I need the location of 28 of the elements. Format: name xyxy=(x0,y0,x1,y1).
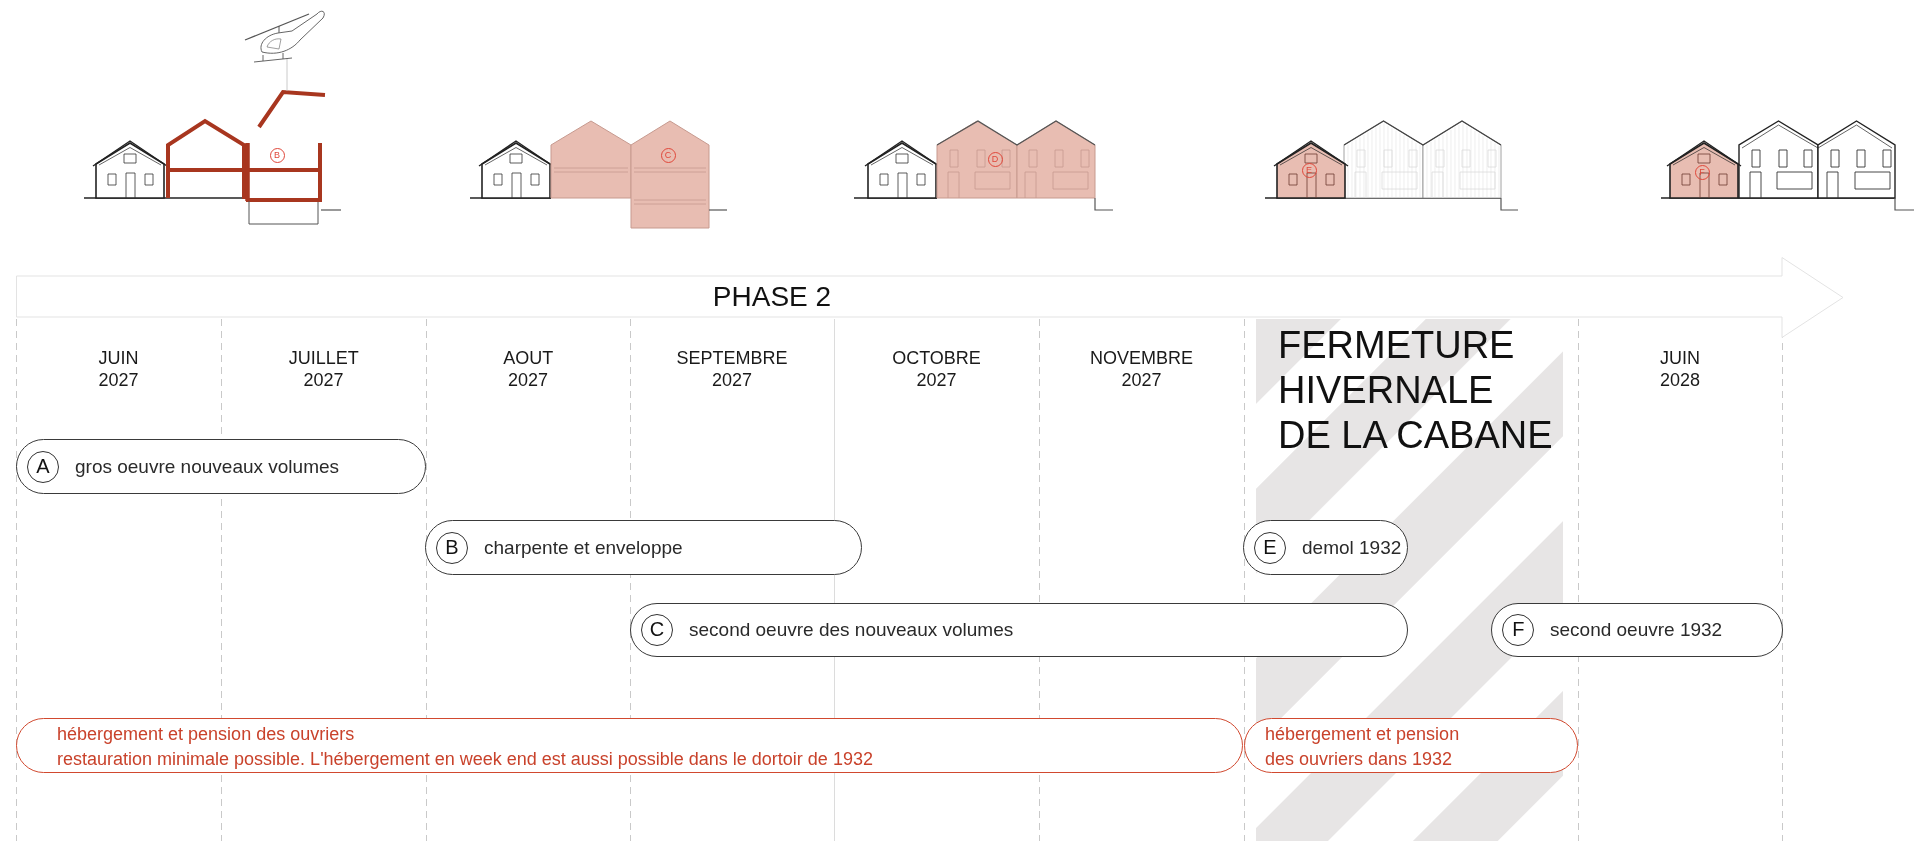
lodging-note: restauration minimale possible. L'hébergement en week end est aussi possible dans le dortoir de 1932 xyxy=(57,748,873,771)
task-bar xyxy=(630,603,1408,657)
lodging-note: hébergement et pension des ouvriers xyxy=(57,723,355,746)
task-label: second oeuvre 1932 xyxy=(1550,619,1723,641)
lodging-bar xyxy=(1244,718,1578,773)
month-label: JUIN 2027 xyxy=(98,347,139,391)
task-label: gros oeuvre nouveaux volumes xyxy=(75,455,340,478)
task-label: charpente et enveloppe xyxy=(484,536,683,559)
month-label: SEPTEMBRE 2027 xyxy=(676,347,788,391)
step-marker: B xyxy=(436,531,468,564)
month-label: AOUT 2027 xyxy=(503,347,553,391)
task-bar xyxy=(1491,603,1783,657)
step-marker: E xyxy=(1254,531,1286,564)
task-label: second oeuvre des nouveaux volumes xyxy=(689,619,1014,641)
lodging-bar xyxy=(16,718,1243,773)
month-label: JUILLET 2027 xyxy=(288,347,359,391)
task-bar xyxy=(425,520,862,575)
month-label: NOVEMBRE 2027 xyxy=(1090,347,1193,391)
step-marker: C xyxy=(641,614,673,646)
lodging-note: hébergement et pension des ouvriers dans 1932 xyxy=(1265,723,1461,771)
phase-label: PHASE 2 xyxy=(712,281,832,313)
closure-label: FERMETURE HIVERNALE DE LA CABANE xyxy=(1278,323,1553,458)
month-label: JUIN 2028 xyxy=(1660,347,1700,391)
step-marker: A xyxy=(27,450,59,483)
task-bar xyxy=(1243,520,1408,575)
task-label: demol 1932 xyxy=(1302,536,1402,559)
month-label: OCTOBRE 2027 xyxy=(892,347,981,391)
task-bar xyxy=(16,439,426,494)
